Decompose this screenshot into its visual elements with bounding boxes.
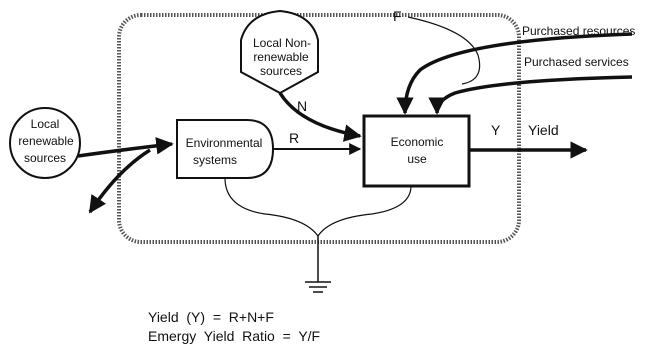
local-renewable-label-2: renewable [18, 134, 74, 148]
renewable-flow-arrow [77, 137, 174, 158]
purchased-resources-label: Purchased resources [522, 24, 635, 38]
heat-sink-icon [305, 281, 331, 293]
F-label: F [393, 8, 402, 24]
environmental-systems-label-1: Environmental [186, 136, 263, 150]
Y-label: Y [491, 122, 501, 138]
local-renewable-label-3: sources [24, 151, 66, 165]
system-boundary [117, 13, 521, 244]
local-nonrenewable-label-3: sources [260, 64, 302, 78]
emergy-yield-ratio-formula: Emergy Yield Ratio = Y/F [148, 328, 320, 344]
purchased-services-arrow [428, 75, 633, 115]
N-label: N [297, 98, 307, 114]
yield-formula: Yield (Y) = R+N+F [148, 309, 274, 325]
env-heat-flow-line [224, 177, 319, 237]
environmental-systems-label-2: systems [193, 153, 237, 167]
R-label: R [289, 130, 299, 146]
purchased-resources-arrow [396, 32, 633, 115]
purchased-services-label: Purchased services [524, 55, 629, 69]
economic-use-label-2: use [407, 152, 427, 166]
N-flow-arrow [278, 92, 362, 142]
local-nonrenewable-source-shape [240, 9, 319, 95]
local-renewable-label-1: Local [31, 117, 60, 131]
local-renewable-source-circle [9, 107, 81, 179]
F-pointer-line [407, 16, 481, 85]
yield-label: Yield [528, 122, 559, 138]
local-nonrenewable-label-2: renewable [253, 50, 309, 64]
renewable-outflow-arrow [88, 148, 151, 214]
local-nonrenewable-label-1: Local Non- [253, 36, 311, 50]
econ-heat-flow-line [317, 185, 412, 237]
economic-use-label-1: Economic [391, 135, 444, 149]
economic-use-box [362, 114, 471, 188]
